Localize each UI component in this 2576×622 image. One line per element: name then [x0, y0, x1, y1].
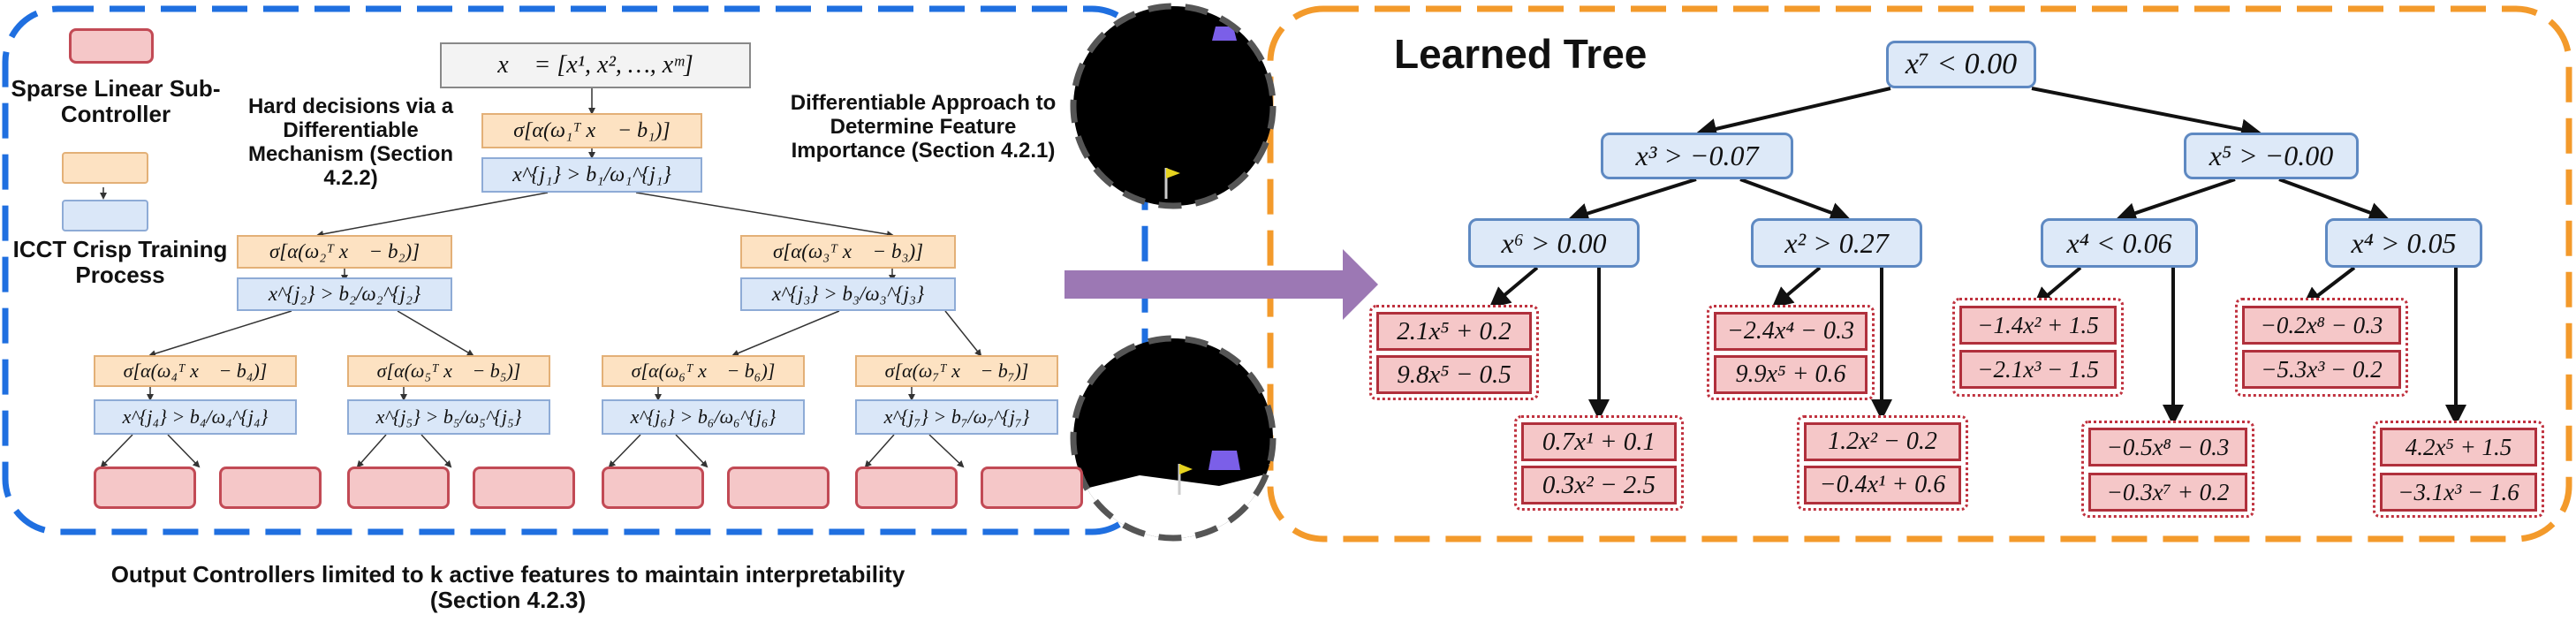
tree-leaf-controller-5: −1.4x² + 1.5 −2.1x³ − 1.5	[1952, 298, 2124, 397]
env-snapshot-bottom	[1073, 338, 1273, 538]
annotation-output-line1: Output Controllers limited to k active f…	[110, 561, 905, 588]
tree-leaf-controller-4: 1.2x² − 0.2 −0.4x¹ + 0.6	[1797, 415, 1968, 511]
tree-leaf-action: −0.4x¹ + 0.6	[1804, 466, 1961, 504]
icct-node-5-crisp: x^{j₅} > b₅/ω₅^{j₅}	[347, 399, 550, 435]
tree-leaf-action: 9.8x⁵ − 0.5	[1376, 355, 1532, 394]
legend-orange-swatch	[62, 152, 148, 184]
learned-tree-region-border	[1267, 5, 2572, 542]
tree-leaf-action: −0.3x⁷ + 0.2	[2088, 473, 2247, 512]
icct-node-2-soft: σ[α(ω₂ᵀ x⃗ − b₂)]	[237, 235, 452, 269]
tree-leaf-action: −2.4x⁴ − 0.3	[1714, 312, 1868, 351]
tree-leaf-controller-1: 2.1x⁵ + 0.2 9.8x⁵ − 0.5	[1369, 305, 1539, 400]
tree-leaf-controller-7: −0.2x⁸ − 0.3 −5.3x³ − 0.2	[2235, 298, 2408, 397]
icct-node-4-crisp: x^{j₄} > b₄/ω₄^{j₄}	[94, 399, 297, 435]
annotation-output-controllers: Output Controllers limited to k active f…	[27, 561, 989, 614]
tree-leaf-controller-3: −2.4x⁴ − 0.3 9.9x⁵ + 0.6	[1707, 305, 1875, 400]
icct-node-5-soft: σ[α(ω₅ᵀ x⃗ − b₅)]	[347, 355, 550, 387]
icct-leaf-controller	[855, 466, 958, 509]
icct-node-2-crisp: x^{j₂} > b₂/ω₂^{j₂}	[237, 277, 452, 311]
tree-leaf-controller-6: −0.5x⁸ − 0.3 −0.3x⁷ + 0.2	[2081, 421, 2254, 518]
tree-leaf-controller-8: 4.2x⁵ + 1.5 −3.1x³ − 1.6	[2373, 421, 2544, 518]
tree-leaf-action: 0.7x¹ + 0.1	[1521, 422, 1677, 461]
legend-blue-swatch	[62, 200, 148, 231]
icct-node-3-crisp: x^{j₃} > b₃/ω₃^{j₃}	[740, 277, 956, 311]
icct-region-border	[2, 5, 1148, 535]
icct-leaf-controller	[981, 466, 1083, 509]
tree-leaf-action: −2.1x³ − 1.5	[1959, 350, 2117, 389]
icct-node-1-crisp: x^{j₁} > b₁/ω₁^{j₁}	[481, 157, 702, 193]
learned-tree-title: Learned Tree	[1394, 31, 1648, 77]
tree-root-node: x⁷ < 0.00	[1886, 41, 2036, 88]
icct-node-4-soft: σ[α(ω₄ᵀ x⃗ − b₄)]	[94, 355, 297, 387]
icct-leaf-controller	[727, 466, 830, 509]
annotation-feature-importance: Differentiable Approach to Determine Fea…	[790, 91, 1057, 163]
tree-node-level2-4: x⁴ > 0.05	[2325, 218, 2482, 268]
tree-node-level1-left: x³ > −0.07	[1601, 133, 1793, 179]
icct-node-6-soft: σ[α(ω₆ᵀ x⃗ − b₆)]	[602, 355, 805, 387]
legend-sparse-swatch	[69, 28, 154, 64]
tree-leaf-action: 2.1x⁵ + 0.2	[1376, 312, 1532, 351]
icct-node-3-soft: σ[α(ω₃ᵀ x⃗ − b₃)]	[740, 235, 956, 269]
env-snapshot-top	[1073, 6, 1273, 206]
annotation-hard-decisions: Hard decisions via a Differentiable Mech…	[247, 95, 454, 190]
tree-leaf-controller-2: 0.7x¹ + 0.1 0.3x² − 2.5	[1514, 415, 1684, 511]
tree-leaf-action: −1.4x² + 1.5	[1959, 306, 2117, 345]
transfer-arrow	[1064, 249, 1378, 320]
icct-node-7-soft: σ[α(ω₇ᵀ x⃗ − b₇)]	[855, 355, 1058, 387]
legend-sparse-label: Sparse Linear Sub-Controller	[11, 75, 221, 128]
icct-leaf-controller	[602, 466, 704, 509]
tree-leaf-action: −3.1x³ − 1.6	[2380, 473, 2537, 512]
tree-leaf-action: 0.3x² − 2.5	[1521, 466, 1677, 504]
legend-crisp-label: ICCT Crisp Training Process	[12, 236, 228, 289]
tree-leaf-action: −5.3x³ − 0.2	[2242, 350, 2401, 389]
tree-node-level1-right: x⁵ > −0.00	[2184, 133, 2359, 179]
icct-leaf-controller	[473, 466, 575, 509]
annotation-output-line2: (Section 4.2.3)	[429, 587, 587, 614]
tree-leaf-action: 9.9x⁵ + 0.6	[1714, 355, 1868, 394]
tree-node-level2-2: x² > 0.27	[1751, 218, 1922, 268]
tree-node-level2-3: x⁴ < 0.06	[2041, 218, 2198, 268]
icct-leaf-controller	[94, 466, 196, 509]
icct-node-7-crisp: x^{j₇} > b₇/ω₇^{j₇}	[855, 399, 1058, 435]
icct-node-6-crisp: x^{j₆} > b₆/ω₆^{j₆}	[602, 399, 805, 435]
icct-node-1-soft: σ[α(ω₁ᵀ x⃗ − b₁)]	[481, 113, 702, 148]
icct-input-vector: x⃗ = [x¹, x², …, xᵐ]	[440, 42, 751, 88]
tree-leaf-action: −0.5x⁸ − 0.3	[2088, 428, 2247, 466]
icct-leaf-controller	[347, 466, 450, 509]
icct-leaf-controller	[219, 466, 322, 509]
tree-leaf-action: −0.2x⁸ − 0.3	[2242, 306, 2401, 345]
tree-leaf-action: 1.2x² − 0.2	[1804, 422, 1961, 461]
tree-node-level2-1: x⁶ > 0.00	[1468, 218, 1640, 268]
tree-leaf-action: 4.2x⁵ + 1.5	[2380, 428, 2537, 466]
